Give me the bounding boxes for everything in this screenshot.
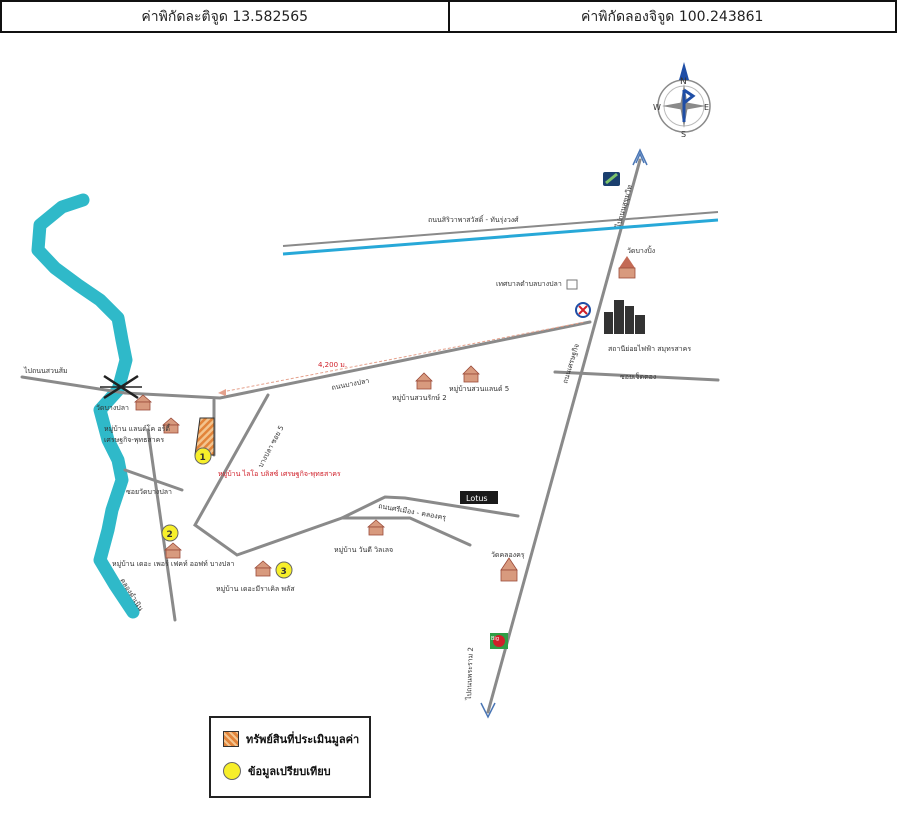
canal-road xyxy=(282,211,719,256)
power-station-icon xyxy=(604,300,645,334)
arrow-south xyxy=(480,702,496,719)
label-sukhumvit-top: ไปถนนสุขุมวิท xyxy=(613,183,634,229)
house-icon-watbangpla xyxy=(133,394,153,411)
legend-subject-label: ทรัพย์สินที่ประเมินมูลค่า xyxy=(246,733,360,746)
label-vill-perfect: หมู่บ้าน เดอะ เพอร์ เฟคท์ ออฟท์ บางปลา xyxy=(112,560,235,568)
location-map: N E S W 1 xyxy=(20,62,720,719)
marker-2: 2 xyxy=(161,524,179,542)
label-vill-landco-1: หมู่บ้าน แลนด์โค อร์ตี้ xyxy=(104,422,171,433)
svg-text:3: 3 xyxy=(281,567,287,577)
temple-icon xyxy=(618,256,636,279)
big-c-icon: Big xyxy=(490,633,508,649)
compass-n: N xyxy=(680,77,687,87)
label-power-station: สถานีย่อยไฟฟ้า สมุทรสาคร xyxy=(608,344,691,353)
legend-hatch-icon xyxy=(223,731,239,747)
label-tessaban: เทศบาลตำบลบางปลา xyxy=(496,280,562,288)
compass-w: W xyxy=(653,103,661,112)
house-icon-perfect xyxy=(163,542,183,559)
road-khlongkhru xyxy=(340,495,520,520)
legend-comparable-row: ข้อมูลเปรียบเทียบ xyxy=(223,762,331,780)
compass-icon: N E S W xyxy=(653,62,711,139)
label-soi-jetsadon: ซอยเจ็ดตอง xyxy=(620,372,656,381)
arrow-north xyxy=(632,148,648,166)
roads xyxy=(20,158,720,714)
label-vill-wanthit: หมู่บ้าน วันดี วิลเลจ xyxy=(334,546,393,554)
house-icon-landco xyxy=(161,417,181,434)
house-icon-wanthit xyxy=(366,519,386,536)
map-legend: ทรัพย์สินที่ประเมินมูลค่า ข้อมูลเปรียบเท… xyxy=(209,716,371,798)
house-icons xyxy=(133,365,518,582)
svg-text:1: 1 xyxy=(200,453,206,463)
longitude-cell: ค่าพิกัดลองจิจูด 100.243861 xyxy=(447,2,896,31)
svg-text:Big: Big xyxy=(491,636,499,642)
legend-subject-row: ทรัพย์สินที่ประเมินมูลค่า xyxy=(223,730,359,748)
road-bangpla xyxy=(20,320,592,400)
house-icon-suanlaem xyxy=(462,365,480,383)
road-sukhumvit xyxy=(486,158,642,714)
road-east-soi xyxy=(553,370,720,382)
label-wat-bangping: วัดบางปิ้ง xyxy=(627,244,655,255)
road-west-vert xyxy=(146,428,177,622)
distance-line xyxy=(221,321,586,393)
label-bangpla-road: ถนนบางปลา xyxy=(331,377,370,392)
ptt-station-icon xyxy=(575,302,591,318)
label-vill-suanlaem: หมู่บ้านสวนแลนด์ 5 xyxy=(449,385,509,393)
label-soi-bangpla-5: บางปลา ซอย 5 xyxy=(257,424,286,469)
label-vill-landco-2: เศรษฐกิจ-พุทธสาคร xyxy=(104,436,164,444)
bridge-icon xyxy=(100,374,142,400)
map-labels: ไปถนนสุขุมวิท ถนนสิริวาพาสวัสดิ์ - ทันรุ… xyxy=(23,183,691,701)
temple-icon-khlongkhru xyxy=(500,557,518,582)
gas-station-icon xyxy=(603,172,620,186)
road-soi-watbangpla xyxy=(123,468,184,492)
house-icon-marina xyxy=(253,560,273,577)
label-to-rama2: ไปถนนพระราม 2 xyxy=(464,647,475,701)
label-wat-bangpla: วัดบางปลา xyxy=(96,404,129,412)
label-to-suansom: ไปถนนสวนส้ม xyxy=(23,366,68,375)
label-distance: 4,200 ม. xyxy=(318,361,347,369)
svg-text:2: 2 xyxy=(167,530,173,540)
distance-arrow-left xyxy=(218,389,226,396)
house-icon-suanrak xyxy=(415,372,433,390)
compass-e: E xyxy=(704,103,709,112)
road-bangpla-soi5 xyxy=(193,393,472,557)
river xyxy=(31,193,140,619)
latitude-cell: ค่าพิกัดละติจูด 13.582565 xyxy=(141,8,309,25)
label-vill-suanrak: หมู่บ้านสวนรักษ์ 2 xyxy=(392,394,447,402)
marker-1: 1 xyxy=(194,447,212,465)
label-vill-marina: หมู่บ้าน เดอะมีราเคิล พลัส xyxy=(216,585,295,593)
lotus-label: Lotus xyxy=(466,494,488,503)
label-setthakit-road: ถนนเศรษฐกิจ xyxy=(561,343,581,385)
label-subject-property: หมู่บ้าน ไลโอ บลิสซ์ เศรษฐกิจ-พุทธสาคร xyxy=(218,469,341,478)
label-wat-khlongkhru: วัดคลองครุ xyxy=(491,551,525,559)
legend-dot-icon xyxy=(223,762,241,780)
lotus-icon: Lotus xyxy=(460,491,498,504)
legend-comparable-label: ข้อมูลเปรียบเทียบ xyxy=(248,765,331,778)
subject-property xyxy=(194,417,215,456)
label-canal-road: ถนนสิริวาพาสวัสดิ์ - ทันรุ่งวงศ์ xyxy=(428,214,519,224)
marker-3: 3 xyxy=(275,561,293,579)
compass-s: S xyxy=(681,130,686,139)
coordinate-header: ค่าพิกัดละติจูด 13.582565 ค่าพิกัดลองจิจ… xyxy=(0,0,897,33)
tessaban-icon xyxy=(566,279,578,290)
label-soi-wat-bangpla: ซอยวัดบางปลา xyxy=(126,488,172,496)
